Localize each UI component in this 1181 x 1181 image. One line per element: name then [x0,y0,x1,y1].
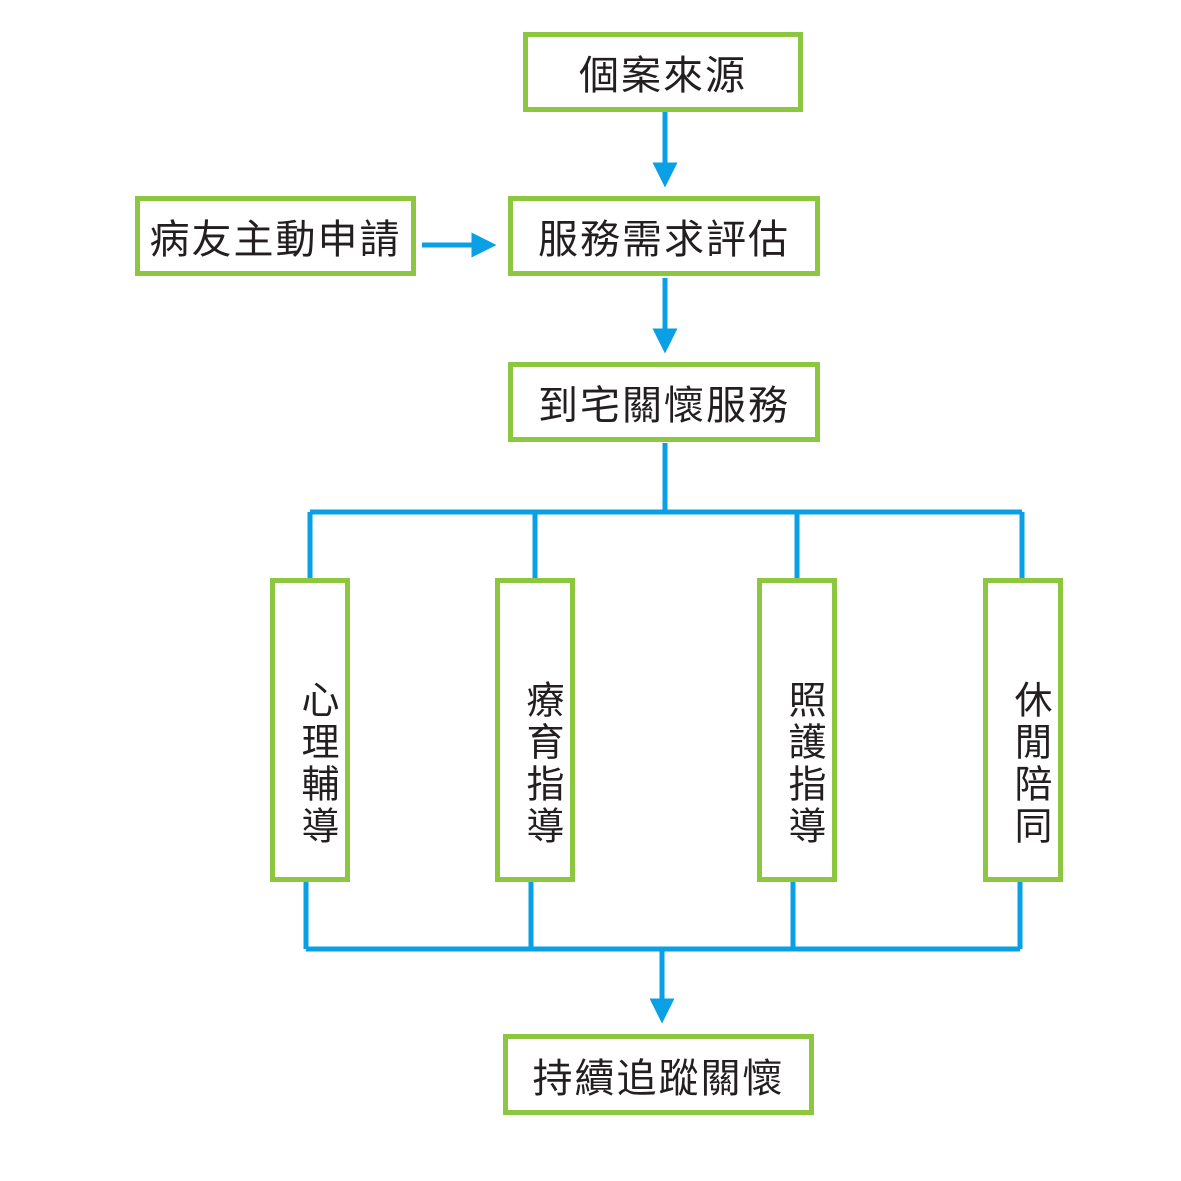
node-label: 持續追蹤關懷 [532,1055,785,1102]
node-label: 心理輔導 [295,680,339,848]
node-home-care: 到宅關懷服務 [508,362,820,442]
node-case-source: 個案來源 [523,32,803,112]
node-service-leisure: 休閒陪同 [983,578,1063,882]
node-label: 病友主動申請 [149,217,402,263]
node-patient-request: 病友主動申請 [135,196,416,276]
node-label: 照護指導 [782,680,826,848]
node-label: 到宅關懷服務 [538,383,790,429]
node-needs-assessment: 服務需求評估 [508,196,820,276]
node-label: 服務需求評估 [538,217,790,263]
node-label: 休閒陪同 [1008,680,1052,848]
node-label: 個案來源 [579,53,747,99]
node-service-psychological: 心理輔導 [270,578,350,882]
node-service-therapy: 療育指導 [495,578,575,882]
node-service-care: 照護指導 [757,578,837,882]
node-label: 療育指導 [520,680,564,848]
node-follow-up: 持續追蹤關懷 [503,1034,814,1115]
